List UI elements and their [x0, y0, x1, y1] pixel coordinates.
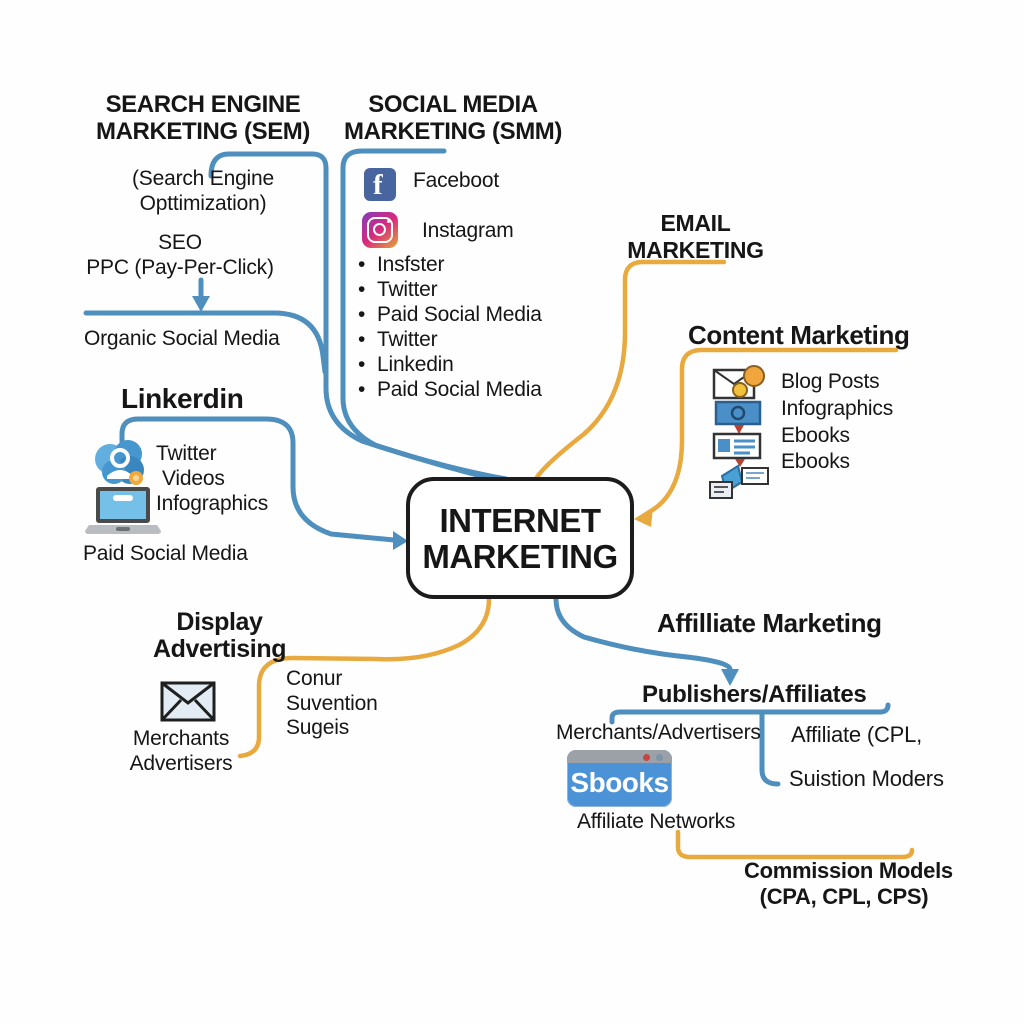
smm-connector — [340, 148, 509, 482]
sem-ppc-label: PPC (Pay-Per-Click) — [86, 255, 274, 279]
linkedin-connector — [119, 416, 397, 543]
center-title-line1: INTERNET — [439, 501, 602, 539]
content-connector — [648, 347, 899, 514]
linkedin-arrowhead — [393, 531, 408, 550]
content-item: Ebooks — [781, 450, 850, 474]
laptop-icon — [85, 487, 161, 534]
facebook-icon: f — [364, 168, 396, 201]
envelope-icon — [160, 681, 216, 722]
center-title-line2: MARKETING — [422, 537, 618, 575]
organic-connector — [83, 310, 328, 375]
publishers-bracket — [609, 702, 891, 725]
sem-subtitle: (Search Engine Opttimization) — [93, 167, 313, 216]
display-note-line2: Suvention — [286, 691, 378, 715]
merchants-line2: Advertisers — [129, 751, 233, 775]
content-marketing-title: Content Marketing — [688, 320, 910, 350]
display-advertising-title: Display Advertising — [152, 609, 287, 663]
sem-seo-ppc: SEO PPC (Pay-Per-Click) — [55, 231, 305, 280]
affiliate-networks-label: Affiliate Networks — [577, 810, 736, 833]
display-connector — [237, 596, 492, 759]
content-arrowhead — [634, 507, 653, 527]
publishers-center-elbow — [759, 709, 781, 787]
smm-bullet: Paid Social Media — [358, 377, 542, 402]
ebook-card-icon — [712, 432, 762, 460]
display-merchants-label: Merchants Advertisers — [126, 727, 236, 776]
facebook-label: Faceboot — [413, 169, 499, 192]
sem-title-line1: SEARCH ENGINE — [105, 91, 301, 118]
ppc-arrowhead — [192, 296, 210, 312]
commission-models-label: Commission Models (CPA, CPL, CPS) — [744, 858, 953, 911]
infographic-banner-icon — [714, 400, 762, 426]
display-note: Conur Suvention Sugeis — [286, 667, 378, 741]
facebook-glyph: f — [373, 169, 383, 201]
instagram-dot — [387, 220, 390, 223]
linkedin-item: Twitter — [156, 442, 217, 465]
instagram-frame — [367, 217, 393, 243]
email-title-line2: MARKETING — [627, 237, 764, 264]
sbooks-label: Sbooks — [570, 767, 669, 798]
blog-post-icon — [712, 365, 765, 400]
instagram-label: Instagram — [422, 219, 514, 242]
affiliate-connector — [553, 596, 733, 672]
sem-title: SEARCH ENGINE MARKETING (SEM) — [73, 91, 333, 146]
commission-line1: Commission Models — [744, 858, 953, 883]
smm-bullet: Twitter — [358, 327, 542, 352]
smm-title-line1: SOCIAL MEDIA — [368, 91, 538, 118]
instagram-icon — [362, 212, 398, 248]
linkedin-item-list: Twitter Videos Infographics — [156, 441, 268, 516]
linkedin-item: Videos — [162, 467, 225, 490]
instagram-lens — [373, 223, 386, 236]
smm-title-line2: MARKETING (SMM) — [344, 117, 562, 145]
sem-sub-line1: (Search Engine — [132, 167, 274, 190]
sem-sub-line2: Opttimization) — [139, 191, 267, 215]
internet-marketing-node: INTERNET MARKETING — [406, 477, 634, 599]
affiliate-arrowhead — [721, 669, 739, 686]
flow-arrow — [734, 425, 744, 434]
linkedin-item: Infographics — [156, 492, 269, 515]
browser-window-icon: Sbooks — [567, 750, 672, 807]
share-document-icon — [709, 464, 769, 499]
content-item: Ebooks — [781, 423, 850, 447]
cloud-user-icon — [95, 440, 144, 485]
affiliate-cpl-label: Affiliate (CPL, — [791, 722, 923, 747]
smm-bullet: Insfster — [358, 252, 542, 277]
browser-red-dot — [643, 754, 650, 761]
smm-bullet: Paid Social Media — [358, 302, 542, 327]
display-title-line2: Advertising — [152, 635, 287, 663]
content-icons — [709, 365, 769, 499]
smm-bullet: Linkedin — [358, 352, 542, 377]
affiliate-merchants-label: Merchants/Advertisers — [556, 721, 761, 744]
content-item: Blog Posts — [781, 370, 880, 393]
browser-grey-dot — [656, 754, 663, 761]
paid-social-media-label: Paid Social Media — [83, 542, 248, 565]
affiliate-marketing-title: Affilliate Marketing — [657, 608, 882, 638]
content-item: Infographics — [781, 396, 894, 420]
commission-connector — [675, 829, 915, 860]
publishers-affiliates-label: Publishers/Affiliates — [642, 681, 867, 708]
display-note-line1: Conur — [286, 667, 343, 690]
content-item-list: Blog Posts Infographics Ebooks Ebooks — [781, 369, 893, 476]
flow-arrow — [735, 459, 745, 467]
smm-title: SOCIAL MEDIA MARKETING (SMM) — [328, 91, 578, 146]
sem-seo-label: SEO — [158, 231, 202, 254]
display-title-line1: Display — [176, 608, 263, 636]
smm-bullet: Twitter — [358, 277, 542, 302]
linkedin-title: Linkerdin — [121, 383, 244, 414]
smm-bullet-list: Insfster Twitter Paid Social Media Twitt… — [358, 252, 542, 402]
sem-title-line2: MARKETING (SEM) — [96, 117, 310, 145]
email-connector — [533, 259, 727, 482]
email-title-line1: EMAIL — [660, 210, 731, 236]
display-note-line3: Sugeis — [286, 716, 350, 739]
email-title: EMAIL MARKETING — [623, 210, 768, 264]
organic-social-media-label: Organic Social Media — [84, 327, 280, 350]
commission-line2: (CPA, CPL, CPS) — [759, 884, 929, 910]
merchants-line1: Merchants — [132, 727, 230, 750]
suistion-moders-label: Suistion Moders — [789, 766, 944, 791]
